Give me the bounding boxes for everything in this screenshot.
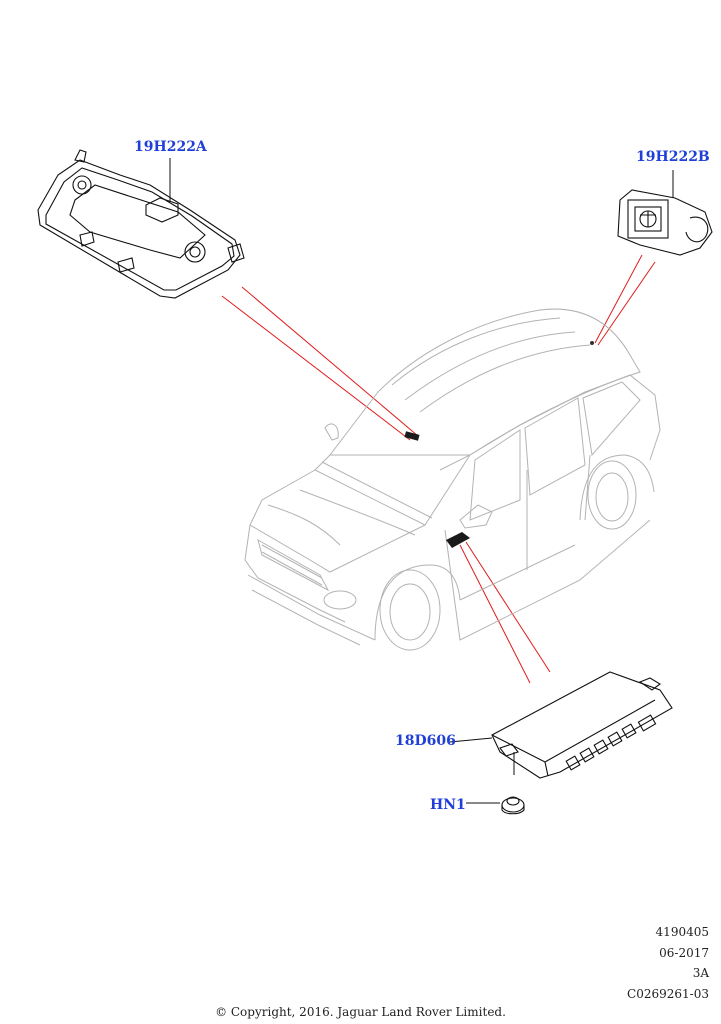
part-HN1-drawing[interactable] [466,796,525,815]
part-label-19H222A[interactable]: 19H222A [134,139,207,155]
part-label-18D606[interactable]: 18D606 [395,733,456,749]
part-label-HN1[interactable]: HN1 [430,797,466,813]
illustration-code: C0269261-03 [627,987,709,1001]
illustration-date: 06-2017 [659,946,709,960]
copyright-notice: © Copyright, 2016. Jaguar Land Rover Lim… [215,1005,506,1019]
part-18D606-drawing[interactable] [449,671,673,779]
vehicle-illustration [244,308,661,651]
illustration-number: 4190405 [655,925,709,939]
part-19H222A-drawing[interactable] [37,149,245,299]
part-label-19H222B[interactable]: 19H222B [636,149,710,165]
part-19H222B-drawing[interactable] [617,170,713,256]
module-connectors [565,714,657,771]
vehicle-part-markers [404,341,594,548]
illustration-revision: 3A [692,966,709,980]
callout-lines [221,254,656,684]
